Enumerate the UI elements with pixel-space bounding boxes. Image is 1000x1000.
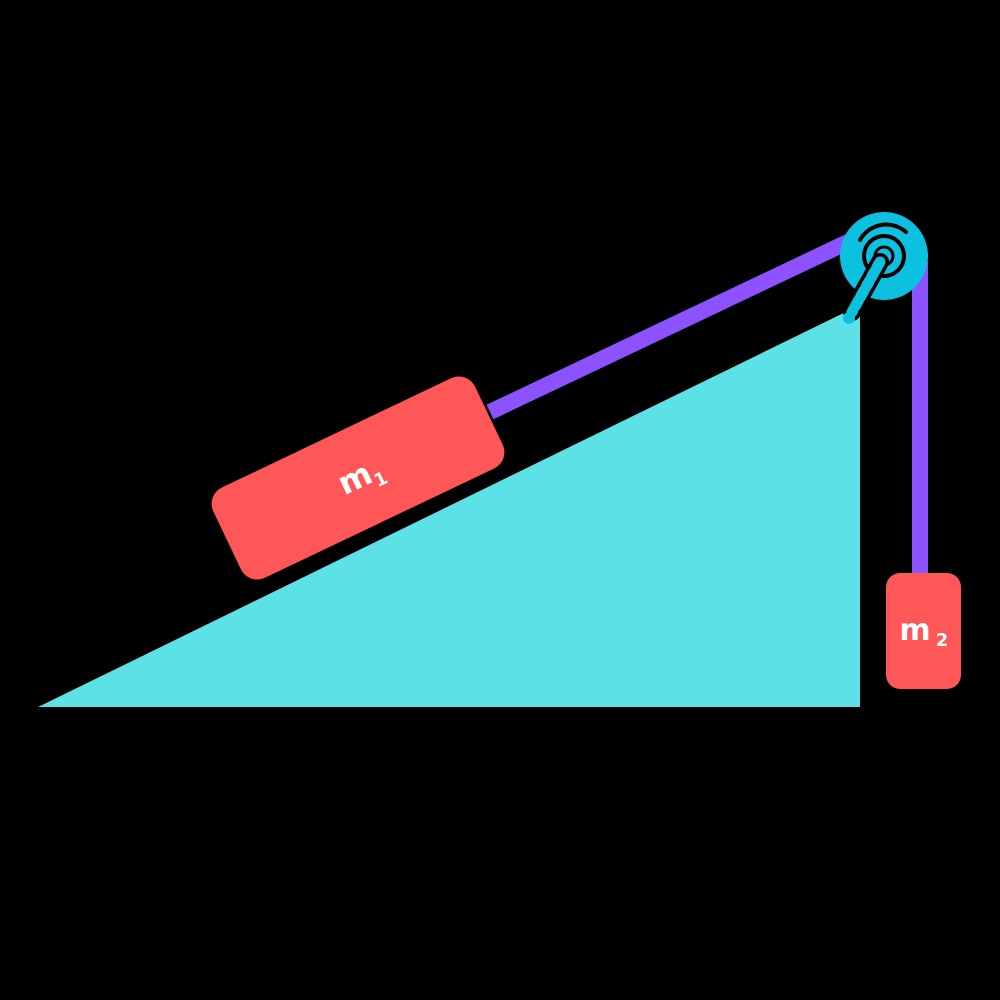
block-m2-body [886,573,961,689]
pulley-hub-ring [862,234,906,278]
block-m1: m 1 [211,376,505,580]
pulley-mount-foot [843,312,855,324]
pulley-groove-arc [858,222,908,242]
inclined-plane [38,305,860,707]
rope-incline-segment [486,233,854,420]
pulley-mount-arm [846,256,886,318]
pulley [840,212,928,324]
block-m2-subscript: 2 [936,630,949,651]
block-m1-body [211,376,505,580]
block-m2-label: m [899,613,930,648]
block-m2: m 2 [886,573,961,689]
